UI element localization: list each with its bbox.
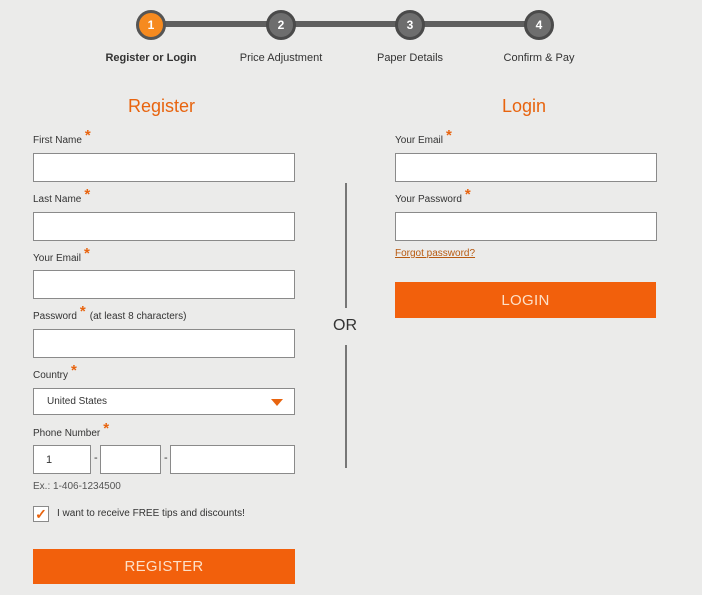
- country-select[interactable]: United States: [33, 388, 295, 415]
- required-asterisk: *: [446, 127, 452, 144]
- newsletter-label: I want to receive FREE tips and discount…: [57, 508, 245, 519]
- last-name-field[interactable]: [33, 212, 295, 241]
- checkmark-icon: ✓: [35, 506, 47, 522]
- phone-separator: -: [164, 452, 168, 464]
- country-label: Country*: [33, 362, 77, 381]
- required-asterisk: *: [464, 186, 471, 203]
- caret-down-icon: [271, 399, 283, 406]
- phone-number-field[interactable]: [170, 445, 295, 474]
- login-password-label: Your Password*: [395, 186, 471, 205]
- phone-format-hint: Ex.: 1-406-1234500: [33, 481, 121, 492]
- required-asterisk: *: [103, 420, 110, 437]
- divider-line-top: [345, 183, 347, 308]
- newsletter-checkbox[interactable]: ✓: [33, 506, 49, 522]
- country-selected-value: United States: [47, 396, 108, 407]
- register-password-label: Password*(at least 8 characters): [33, 303, 187, 322]
- step-3-indicator: 3: [395, 10, 425, 40]
- phone-area-code-field[interactable]: [100, 445, 161, 474]
- phone-label: Phone Number*: [33, 420, 110, 439]
- or-separator: OR: [333, 317, 357, 334]
- required-asterisk: *: [71, 362, 77, 379]
- step-4-label: Confirm & Pay: [503, 52, 575, 64]
- step-2-indicator: 2: [266, 10, 296, 40]
- progress-track: [152, 21, 540, 27]
- step-2-label: Price Adjustment: [239, 52, 323, 64]
- step-1-label: Register or Login: [105, 52, 197, 64]
- login-password-field[interactable]: [395, 212, 657, 241]
- step-4-indicator: 4: [524, 10, 554, 40]
- required-asterisk: *: [84, 245, 90, 262]
- register-button[interactable]: REGISTER: [33, 549, 295, 584]
- register-password-field[interactable]: [33, 329, 295, 358]
- required-asterisk: *: [84, 127, 91, 144]
- password-requirement-note: (at least 8 characters): [89, 311, 187, 322]
- last-name-label: Last Name*: [33, 186, 91, 205]
- required-asterisk: *: [79, 303, 86, 320]
- register-email-field[interactable]: [33, 270, 295, 299]
- register-title: Register: [128, 96, 196, 116]
- forgot-password-link[interactable]: Forgot password?: [395, 248, 476, 259]
- required-asterisk: *: [84, 186, 91, 203]
- step-3-label: Paper Details: [376, 52, 444, 64]
- login-title: Login: [502, 96, 547, 116]
- register-email-label: Your Email*: [33, 245, 90, 264]
- step-1-indicator: 1: [136, 10, 166, 40]
- login-email-field[interactable]: [395, 153, 657, 182]
- phone-separator: -: [94, 452, 98, 464]
- first-name-field[interactable]: [33, 153, 295, 182]
- login-email-label: Your Email*: [395, 127, 452, 146]
- divider-line-bottom: [345, 345, 347, 468]
- first-name-label: First Name*: [33, 127, 91, 146]
- phone-country-code-field[interactable]: [33, 445, 91, 474]
- login-button[interactable]: LOGIN: [395, 282, 656, 318]
